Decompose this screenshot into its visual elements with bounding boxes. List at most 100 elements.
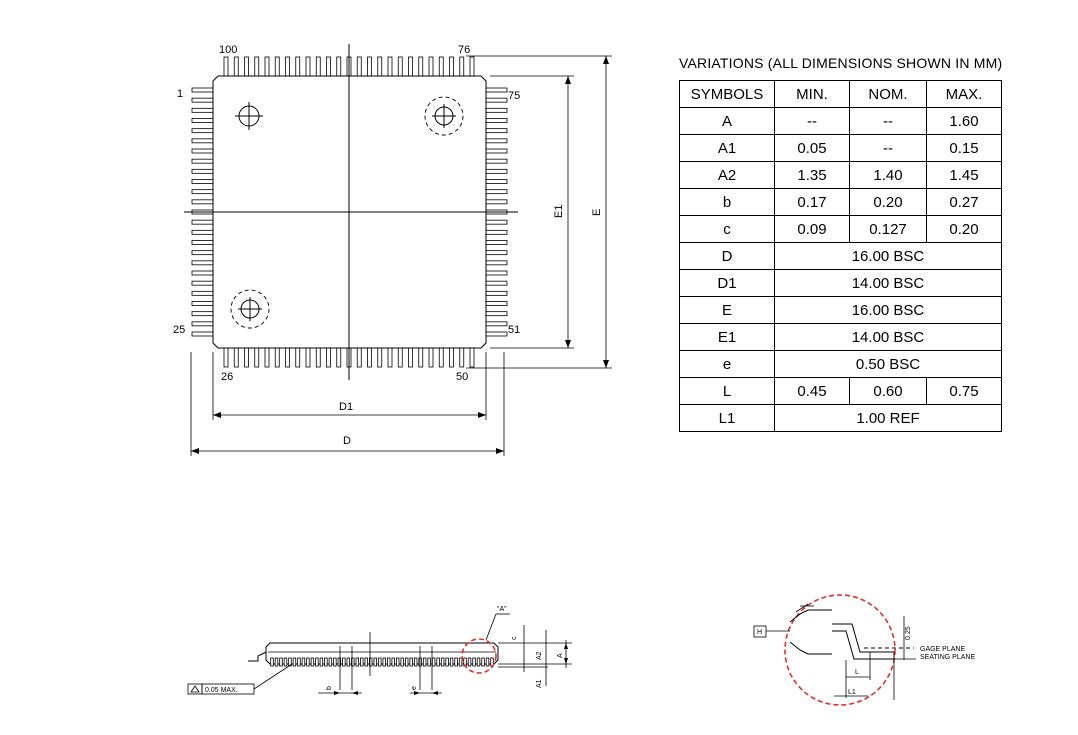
- side-lead: [476, 657, 481, 667]
- lead: [223, 56, 229, 77]
- side-leads: [270, 657, 494, 667]
- lead: [469, 347, 475, 368]
- lead: [367, 56, 372, 77]
- cell-max: 0.27: [926, 188, 1002, 216]
- pin-label-25: 25: [173, 324, 185, 336]
- gage-value-label: 0.25: [905, 626, 912, 640]
- cell-symbol: A1: [679, 134, 775, 162]
- lead: [305, 347, 311, 368]
- lead: [191, 179, 214, 184]
- lead: [485, 219, 508, 225]
- side-lead: [467, 657, 472, 667]
- side-lead: [458, 657, 463, 667]
- side-lead: [400, 657, 404, 667]
- lead: [191, 290, 214, 296]
- lead: [191, 118, 214, 123]
- cell-max: 1.45: [926, 161, 1002, 189]
- lead: [191, 168, 214, 174]
- lead: [418, 347, 424, 368]
- seating-plane-label: SEATING PLANE: [920, 654, 975, 661]
- cell-max: 0.15: [926, 134, 1002, 162]
- side-body: [265, 642, 499, 665]
- lead: [387, 56, 393, 77]
- side-lead: [472, 657, 476, 667]
- side-lead: [324, 657, 328, 667]
- package-body: [212, 75, 487, 349]
- lead: [485, 118, 508, 123]
- dim-label-e1: E1: [553, 205, 565, 218]
- lead: [485, 87, 508, 93]
- side-lead: [413, 657, 418, 667]
- cell-max: 0.20: [926, 215, 1002, 243]
- cell-min: 0.09: [774, 215, 850, 243]
- lead: [274, 56, 280, 77]
- pins-right-col: [485, 87, 508, 337]
- side-lead: [404, 657, 409, 667]
- lead: [485, 189, 508, 195]
- cell-value-span: 0.50 BSC: [774, 350, 1002, 378]
- lead: [408, 56, 413, 77]
- lead: [191, 229, 214, 235]
- ejector-mark-top-right: [424, 96, 464, 136]
- lead: [418, 56, 424, 77]
- side-lead: [310, 657, 315, 667]
- lead: [428, 56, 434, 77]
- side-lead: [279, 657, 283, 667]
- cell-symbol: e: [679, 350, 775, 378]
- dim-label-e-pitch: e: [411, 686, 418, 690]
- lead: [485, 199, 508, 205]
- side-lead: [315, 657, 319, 667]
- lead: [244, 347, 249, 368]
- lead: [233, 56, 239, 77]
- side-lead: [396, 657, 400, 667]
- side-lead: [391, 657, 395, 667]
- lead: [223, 347, 229, 368]
- lead: [377, 347, 383, 368]
- pin1-indicator-mark: [235, 102, 263, 130]
- side-lead: [481, 657, 485, 667]
- side-lead: [387, 657, 391, 667]
- lead: [191, 240, 214, 245]
- cell-max: 0.75: [926, 377, 1002, 405]
- lead: [191, 219, 214, 225]
- cell-value-span: 14.00 BSC: [774, 323, 1002, 351]
- lead: [485, 138, 508, 144]
- lead: [485, 301, 508, 306]
- side-lead: [454, 657, 458, 667]
- cell-value-span: 1.00 REF: [774, 404, 1002, 432]
- lead: [191, 97, 214, 103]
- dimension-e1: E1: [490, 75, 574, 349]
- dim-label-a1: A1: [536, 679, 543, 688]
- header-min: MIN.: [774, 80, 850, 108]
- side-lead: [301, 657, 306, 667]
- flatness-callout: 0.05 MAX.: [187, 663, 293, 695]
- l-label: L: [855, 669, 859, 676]
- lead: [244, 56, 249, 77]
- cell-nom: 0.127: [849, 215, 927, 243]
- lead: [485, 148, 508, 154]
- lead: [485, 311, 508, 317]
- cell-nom: 0.20: [849, 188, 927, 216]
- lead: [485, 331, 508, 337]
- cell-min: --: [774, 107, 850, 135]
- side-lead: [360, 657, 364, 667]
- lead: [191, 158, 214, 164]
- side-lead: [369, 657, 373, 667]
- side-lead: [355, 657, 360, 667]
- dim-label-e: E: [591, 209, 603, 216]
- cell-symbol: L1: [679, 404, 775, 432]
- lead: [438, 56, 444, 77]
- lead: [191, 107, 214, 113]
- side-lead: [306, 657, 310, 667]
- lead: [233, 347, 239, 368]
- cell-symbol: D1: [679, 269, 775, 297]
- side-lead: [485, 657, 490, 667]
- side-lead: [422, 657, 427, 667]
- table-row: A----1.60: [679, 107, 1002, 135]
